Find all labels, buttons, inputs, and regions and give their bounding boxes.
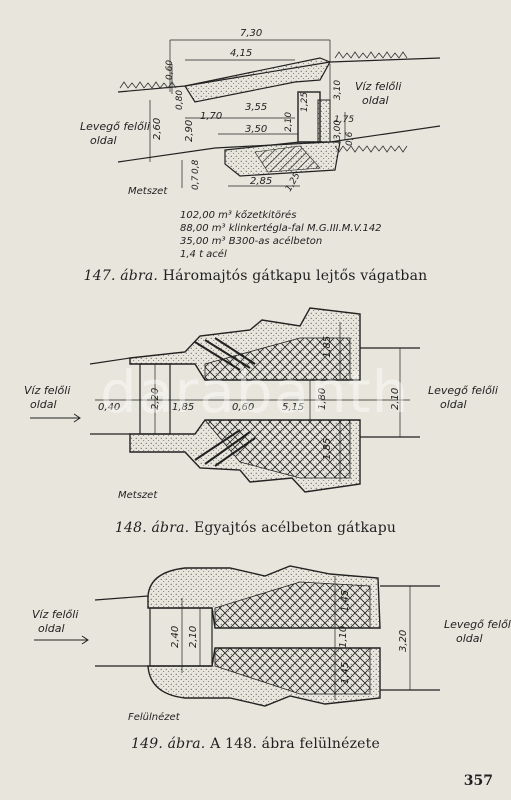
figure-149-caption: 149. ábra. A 148. ábra felülnézete [0,736,511,752]
figure-147-drawing: 7,30 4,15 0,60 0,80 3,55 1,70 3,50 2,10 … [80,28,441,260]
label-149-water-line1: Víz felőli [32,608,78,621]
upper-reinforcement-148 [204,337,351,381]
label-topview-149: Felülnézet [128,711,181,723]
figure-149-title: A 148. ábra felülnézete [210,736,380,752]
dimension-lines-149 [181,576,411,700]
upper-hatch-148 [194,337,256,371]
dim-mid-c: 3,50 [245,124,267,135]
rock-texture-top-right [334,51,408,59]
dim-148-a: 0,40 [98,402,120,413]
dim-149-a: 2,40 [170,626,181,648]
label-air-side-line1: Levegő felőli [80,120,150,133]
label-section-148: Metszet [118,490,158,501]
upper-reinforcement-149 [214,581,371,629]
label-air-side-line2: oldal [90,134,117,147]
label-149-water-line2: oldal [38,622,65,635]
steel-reinforcement [254,145,321,173]
dim-148-h: 1,85 [322,336,333,358]
dim-148-f: 1,80 [317,388,328,410]
dim-148-i: 1,85 [322,438,333,460]
label-149-air-line1: Levegő felőli [444,618,511,631]
figure-147-caption: 147. ábra. Háromajtós gátkapu lejtős vág… [0,268,511,284]
figure-149: 2,40 2,10 1,45 1,10 1,45 3,20 Víz felőli… [0,548,511,733]
material-line-4: 1,4 t acél [180,248,227,260]
dim-149-b: 2,10 [188,626,199,648]
dim-mid-v: 2,10 [284,112,294,132]
material-line-3: 35,00 m³ B300-as acélbeton [180,235,322,247]
lower-reinforcement-148 [204,419,351,479]
dim-right-v2: 3,10 [333,80,343,100]
dim-right-v4: 3,00 [333,120,343,140]
rock-texture-top [119,81,177,89]
dim-top-a: 4,15 [230,48,252,59]
dim-right-v3: 1,75 [334,115,354,125]
figure-147-number: 147. ábra. [83,268,159,284]
lower-hatch-148 [194,429,256,467]
tunnel-walls-149 [94,585,440,691]
dimension-lines [149,39,346,188]
dim-low-d: 1,25 [284,171,303,194]
dim-left-v: 0,60 [165,60,175,80]
label-148-air-line1: Levegő felőli [428,384,498,397]
label-section-147: Metszet [128,186,168,197]
dim-mid-a: 3,55 [245,102,267,113]
dim-148-e: 5,15 [282,402,304,413]
upper-wall [184,57,331,103]
dim-left-v2: 0,80 [175,90,185,110]
figure-148-drawing: 0,40 2,20 1,85 0,60 5,15 1,80 2,10 1,85 … [24,307,498,501]
dim-low-c: 2,85 [250,176,272,187]
label-water-side-line1: Víz felőli [355,80,401,93]
figure-148-caption: 148. ábra. Egyajtós acélbeton gátkapu [0,520,511,536]
page-number: 357 [463,773,493,789]
figure-149-drawing: 2,40 2,10 1,45 1,10 1,45 3,20 Víz felőli… [32,565,511,723]
figure-147-title: Háromajtós gátkapu lejtős vágatban [162,268,428,284]
dim-149-e: 1,45 [340,662,351,684]
label-148-water-line2: oldal [30,398,57,411]
label-148-air-line2: oldal [440,398,467,411]
dim-low-a: 0,8 [191,159,201,174]
label-148-water-line1: Víz felőli [24,384,70,397]
dim-148-b: 2,20 [150,388,161,410]
material-line-2: 88,00 m³ klinkertégla-fal M.G.III.M.V.14… [180,222,382,234]
dim-148-g: 2,10 [390,388,401,410]
flow-arrow-148 [30,413,81,423]
door-149 [149,607,213,667]
label-water-side-line2: oldal [362,94,389,107]
tunnel-walls [89,347,420,438]
dim-right-v: 1,25 [300,92,310,112]
figure-148-title: Egyajtós acélbeton gátkapu [193,520,397,536]
dim-left-h2: 2,90 [184,120,195,142]
figure-148: 0,40 2,20 1,85 0,60 5,15 1,80 2,10 1,85 … [0,292,511,512]
figure-149-number: 149. ábra. [131,736,206,752]
dim-148-c: 1,85 [172,402,194,413]
figure-147: 7,30 4,15 0,60 0,80 3,55 1,70 3,50 2,10 … [0,0,511,265]
dim-149-c: 1,45 [340,590,351,612]
dim-149-d: 1,10 [338,626,349,648]
dim-low-b: 0,7 [191,175,201,190]
material-line-1: 102,00 m³ kőzetkitörés [180,209,296,221]
flow-arrow-149 [34,635,89,645]
dim-mid-b: 1,70 [200,111,222,122]
dim-149-f: 3,20 [398,630,409,652]
dim-total: 7,30 [240,28,262,39]
label-149-air-line2: oldal [456,632,483,645]
dim-148-d: 0,60 [232,402,254,413]
dim-left-h: 2,60 [152,118,163,140]
dim-right-v5: 0,6 [345,131,355,146]
door-pillar [317,99,331,143]
dimension-lines-148 [95,322,410,482]
rock-texture-bottom-right [334,145,408,153]
figure-148-number: 148. ábra. [114,520,190,536]
